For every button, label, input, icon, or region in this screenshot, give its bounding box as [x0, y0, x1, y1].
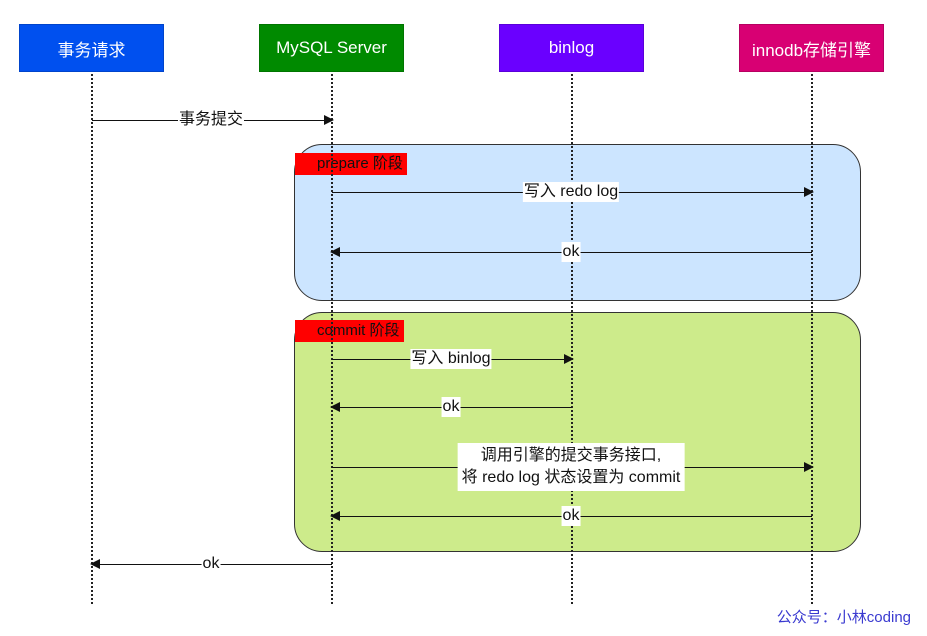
message-label: ok	[561, 242, 581, 262]
message-label: ok	[441, 397, 461, 417]
lifeline-transaction-request	[91, 74, 93, 604]
arrowhead-left-icon	[330, 402, 340, 412]
message-label: 事务提交	[177, 110, 245, 130]
actor-transaction-request: 事务请求	[19, 24, 164, 72]
actor-binlog: binlog	[499, 24, 644, 72]
message-label: ok	[201, 554, 221, 574]
actor-innodb-engine: innodb存储引擎	[739, 24, 884, 72]
message-label: 写入 binlog	[410, 349, 492, 369]
lifeline-binlog	[571, 74, 573, 604]
arrowhead-left-icon	[330, 247, 340, 257]
message-label: 写入 redo log	[522, 182, 620, 202]
message-label-line-2: 将 redo log 状态设置为 commit	[461, 469, 681, 486]
actor-mysql-server: MySQL Server	[259, 24, 404, 72]
arrowhead-right-icon	[564, 354, 574, 364]
lifeline-mysql-server	[331, 74, 333, 604]
arrowhead-left-icon	[90, 559, 100, 569]
prepare-phase-label: prepare 阶段	[295, 153, 407, 175]
lifeline-innodb-engine	[811, 74, 813, 604]
commit-phase-label: commit 阶段	[295, 320, 404, 342]
message-label: ok	[561, 506, 581, 526]
arrowhead-left-icon	[330, 511, 340, 521]
arrowhead-right-icon	[804, 462, 814, 472]
watermark: 公众号：小林coding	[776, 609, 911, 626]
message-label-line-1: 调用引擎的提交事务接口,	[480, 447, 662, 464]
arrowhead-right-icon	[324, 115, 334, 125]
arrowhead-right-icon	[804, 187, 814, 197]
message-label-multiline: 调用引擎的提交事务接口, 将 redo log 状态设置为 commit	[457, 443, 685, 491]
